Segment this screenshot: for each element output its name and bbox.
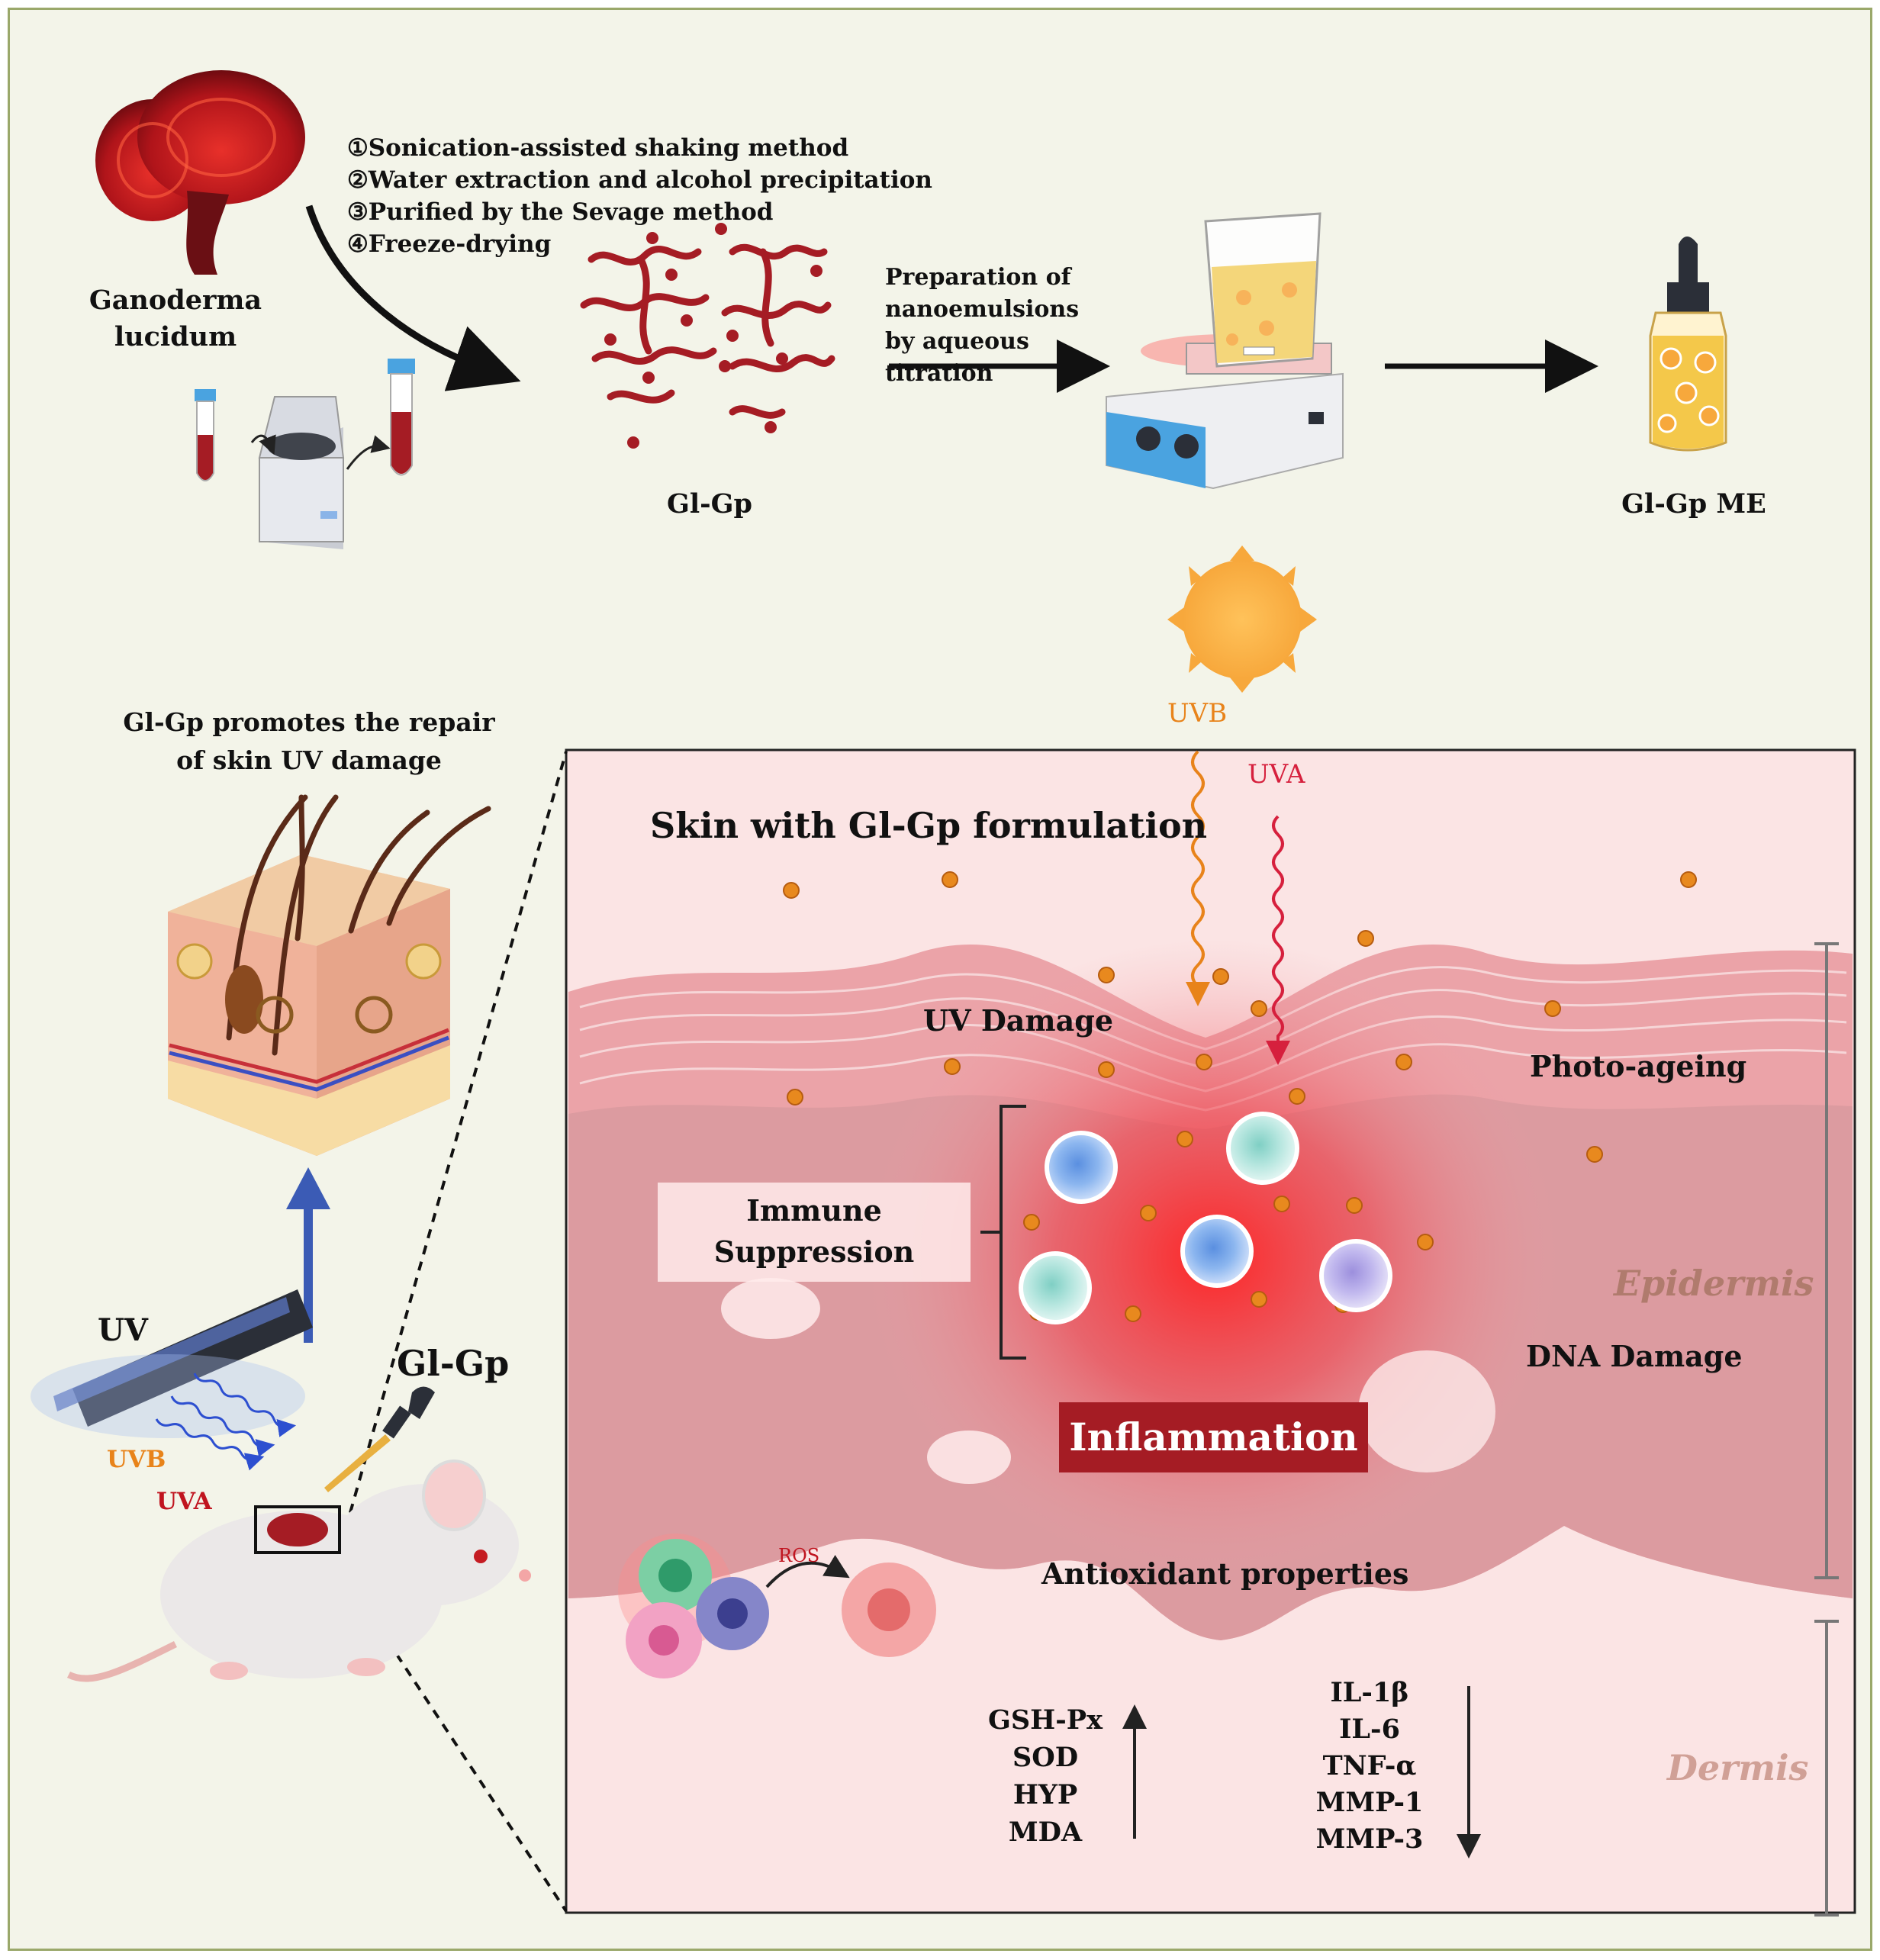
gl-gp-label: Gl-Gp	[666, 488, 753, 520]
centrifuge-icon	[258, 396, 345, 549]
epidermis-label: Epidermis	[1614, 1263, 1814, 1304]
treatment-label: Gl-Gp	[397, 1343, 510, 1384]
ganoderma-label: Ganoderma lucidum	[89, 285, 262, 352]
immune-suppression-label: Immune Suppression	[658, 1183, 971, 1282]
marker-gsh-px: GSH-Px	[988, 1704, 1103, 1736]
uvb-label: UVB	[1167, 698, 1228, 729]
mouse-icon	[66, 1460, 531, 1682]
marker-tnf-a: TNF-α	[1322, 1750, 1417, 1781]
dna-damage-label: DNA Damage	[1526, 1339, 1743, 1373]
dermis-label: Dermis	[1667, 1747, 1809, 1788]
inflammation-label: Inflammation	[1059, 1402, 1368, 1472]
ganoderma-icon	[95, 70, 305, 275]
uv-damage-label: UV Damage	[923, 1003, 1114, 1038]
marker-il-6: IL-6	[1339, 1714, 1400, 1745]
step-3: ③Purified by the Sevage method	[347, 198, 774, 226]
immune-cells	[1019, 1112, 1392, 1324]
skin-panel-title: Skin with Gl-Gp formulation	[650, 805, 1208, 846]
uva-label: UVA	[1247, 759, 1305, 790]
dropper-bottle-icon	[1649, 237, 1727, 452]
uv-lamp-label: UV	[98, 1312, 148, 1348]
antioxidant-label: Antioxidant properties	[1041, 1556, 1409, 1591]
down-markers: IL-1β IL-6 TNF-α MMP-1 MMP-3	[1297, 1675, 1442, 1858]
process-steps: ①Sonication-assisted shaking method ②Wat…	[347, 132, 932, 260]
uv-lamp-icon	[31, 1289, 313, 1438]
uvb-ray	[1186, 750, 1210, 1006]
skin-cube-icon	[168, 794, 491, 1156]
marker-hyp: HYP	[1012, 1779, 1078, 1810]
up-markers: GSH-Px SOD HYP MDA	[977, 1701, 1114, 1851]
ros-label: ROS	[778, 1545, 820, 1566]
ros-cells	[618, 1534, 936, 1678]
test-tube-left-icon	[195, 389, 216, 481]
sun-icon	[1167, 546, 1317, 693]
marker-mmp-1: MMP-1	[1315, 1787, 1424, 1818]
polysaccharide-beads-icon	[604, 223, 822, 449]
zoom-line-top	[340, 751, 568, 1546]
beaker-icon	[1204, 212, 1321, 368]
marker-il-1b: IL-1β	[1330, 1677, 1409, 1708]
dermis-bracket	[1814, 1620, 1839, 1917]
marker-mda: MDA	[1008, 1817, 1083, 1848]
photo-ageing-label: Photo-ageing	[1530, 1049, 1747, 1083]
prep-label: Preparation of nanoemulsions by aqueous …	[885, 264, 1080, 387]
process-arrow	[305, 204, 521, 391]
polysaccharide-network-icon	[580, 243, 835, 419]
step-2: ②Water extraction and alcohol precipitat…	[347, 166, 932, 194]
uv-waves	[155, 1373, 297, 1471]
test-tube-right-icon	[388, 359, 415, 476]
product-label: Gl-Gp ME	[1621, 488, 1766, 520]
step-4: ④Freeze-drying	[347, 230, 552, 258]
ros-arrow	[765, 1555, 850, 1588]
step-1: ①Sonication-assisted shaking method	[347, 134, 849, 162]
uvb-label-left: UVB	[107, 1446, 166, 1473]
uva-label-left: UVA	[156, 1488, 212, 1515]
epidermis-bracket	[1814, 942, 1839, 1579]
marker-mmp-3: MMP-3	[1315, 1823, 1424, 1855]
dropper-icon	[324, 1386, 435, 1492]
model-title: Gl-Gp promotes the repair of skin UV dam…	[123, 707, 495, 775]
uva-ray	[1266, 815, 1290, 1065]
immune-bracket	[980, 1105, 1026, 1360]
skin-panel	[565, 748, 1856, 1914]
marker-sod: SOD	[1012, 1742, 1079, 1773]
